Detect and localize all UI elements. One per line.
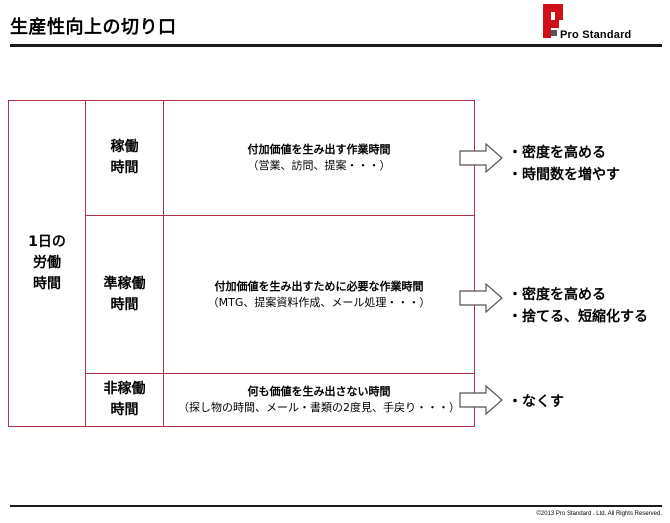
page-title: 生産性向上の切り口 xyxy=(10,17,177,38)
description-note: （探し物の時間、メール・書類の2度見、手戻り・・・） xyxy=(178,401,460,414)
description-cell: 何も価値を生み出さない時間 （探し物の時間、メール・書類の2度見、手戻り・・・） xyxy=(164,374,474,426)
description-note: （MTG、提案資料作成、メール処理・・・） xyxy=(207,295,431,309)
description-text: 付加価値を生み出すために必要な作業時間 xyxy=(214,279,424,293)
description-text: 何も価値を生み出さない時間 xyxy=(247,385,391,398)
daily-working-hours-label: 1日の 労働 時間 xyxy=(28,234,66,292)
description-cell: 付加価値を生み出すために必要な作業時間 （MTG、提案資料作成、メール処理・・・… xyxy=(164,216,474,373)
category-cell: 稼働 時間 xyxy=(110,139,139,176)
header-divider xyxy=(10,44,662,47)
copyright-text: ©2013 Pro Standard . Ltd. All Rights Res… xyxy=(536,511,663,517)
column-divider xyxy=(163,100,164,427)
category-cell: 準稼働 時間 xyxy=(103,275,146,313)
row-divider xyxy=(85,215,475,216)
action-item: ・密度を高める xyxy=(508,287,606,303)
logo-text: Pro Standard xyxy=(560,29,632,41)
action-item: ・時間数を増やす xyxy=(508,167,620,183)
action-list: ・なくす xyxy=(508,391,564,413)
action-list: ・密度を高める ・時間数を増やす xyxy=(508,142,620,186)
column-divider xyxy=(85,100,86,427)
footer-divider xyxy=(10,505,662,507)
time-breakdown-table xyxy=(8,100,475,427)
description-note: （営業、訪問、提案・・・） xyxy=(247,159,391,172)
description-cell: 付加価値を生み出す作業時間 （営業、訪問、提案・・・） xyxy=(164,101,474,215)
right-arrow-icon xyxy=(459,385,503,415)
action-item: ・なくす xyxy=(508,394,564,410)
row-divider xyxy=(85,373,475,374)
action-item: ・捨てる、短縮化する xyxy=(508,309,648,325)
right-arrow-icon xyxy=(459,143,503,173)
action-list: ・密度を高める ・捨てる、短縮化する xyxy=(508,284,648,328)
category-cell: 非稼働 時間 xyxy=(103,381,146,418)
action-item: ・密度を高める xyxy=(508,145,606,161)
description-text: 付加価値を生み出す作業時間 xyxy=(247,143,391,156)
right-arrow-icon xyxy=(459,283,503,313)
pro-standard-logo-icon xyxy=(543,4,563,38)
